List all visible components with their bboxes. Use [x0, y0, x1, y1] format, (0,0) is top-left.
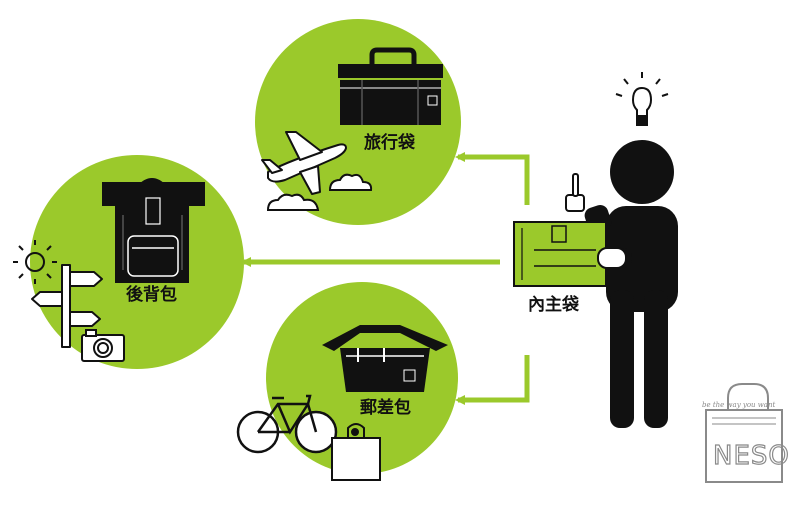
arrow-to-messenger-bag: [455, 355, 530, 405]
travel-bag-label: 旅行袋: [364, 132, 416, 153]
inner-main-bag-label: 內主袋: [528, 294, 580, 315]
brand-name: NESO: [713, 441, 790, 471]
neso-logo: be the way you want NESO: [702, 383, 790, 483]
brand-tagline: be the way you want: [702, 401, 775, 409]
signpost-icon: [31, 264, 103, 348]
hand-pointing-icon: [565, 173, 585, 212]
messenger-bag-label: 郵差包: [360, 397, 411, 418]
cloud-icon: [328, 173, 373, 191]
travel-duffel-icon: [338, 47, 443, 125]
messenger-bag-icon: [322, 325, 448, 392]
cloud-icon: [266, 193, 320, 211]
inner-main-bag-icon: [513, 221, 607, 287]
backpack-icon: [102, 178, 205, 283]
arrow-to-travel-bag: [455, 152, 530, 205]
lightbulb-icon: [615, 72, 669, 126]
airplane-icon: [261, 131, 347, 195]
backpack-label: 後背包: [126, 284, 177, 305]
camera-icon: [81, 329, 125, 362]
bicycle-icon: [236, 394, 338, 454]
shopping-bag-icon: [331, 423, 381, 481]
holding-hand-icon: [597, 247, 627, 269]
sun-icon: [13, 240, 57, 284]
